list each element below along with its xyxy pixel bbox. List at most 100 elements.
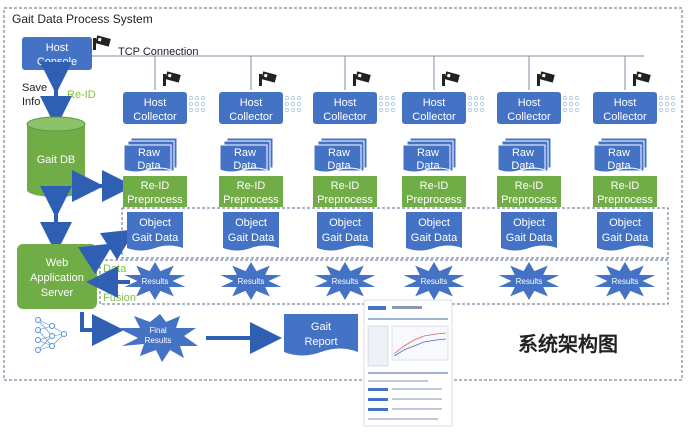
host-collector-line2: Collector: [229, 111, 273, 123]
preprocess-box: [313, 176, 377, 207]
raw-data-line2: Data: [511, 160, 535, 172]
neural-network-icon: [35, 317, 67, 353]
host-collector-box: [497, 92, 561, 124]
network-icon: [379, 96, 395, 112]
preprocess-line2: Preprocess: [223, 194, 279, 206]
camera-icon: [259, 71, 277, 86]
raw-data-line2: Data: [327, 160, 351, 172]
preprocess-box: [593, 176, 657, 207]
results-star: [124, 262, 186, 300]
object-gait-doc: [127, 212, 183, 251]
results-star: [314, 262, 376, 300]
raw-data-line1: Raw: [234, 147, 256, 159]
object-gait-line2: Gait Data: [228, 232, 275, 244]
results-group-frame: [99, 259, 669, 305]
host-console-line2: Console: [37, 56, 77, 68]
final-results-line2: Results: [145, 336, 172, 345]
preprocess-line2: Preprocess: [597, 194, 653, 206]
host-collector-line1: Host: [423, 97, 446, 109]
raw-data-line2: Data: [137, 160, 161, 172]
results-label: Results: [238, 277, 265, 286]
chinese-title: 系统架构图: [518, 332, 618, 356]
object-gait-line1: Object: [235, 217, 267, 229]
raw-data-doc: [497, 144, 546, 173]
object-gait-line1: Object: [329, 217, 361, 229]
camera-icon: [93, 35, 111, 50]
results-label: Results: [142, 277, 169, 286]
raw-data-line2: Data: [416, 160, 440, 172]
host-console-box: [22, 37, 92, 70]
preprocess-line2: Preprocess: [317, 194, 373, 206]
host-console-line1: Host: [46, 42, 69, 54]
results-label: Results: [516, 277, 543, 286]
host-collector-box: [123, 92, 187, 124]
data-label: Data: [103, 263, 127, 275]
host-collector-line2: Collector: [412, 111, 456, 123]
re-id-label: Re-ID: [67, 89, 96, 101]
final-results-star: [118, 314, 198, 362]
preprocess-line1: Re-ID: [611, 180, 640, 192]
preprocess-box: [123, 176, 187, 207]
web-object-arrow: [77, 229, 136, 275]
network-icon: [563, 96, 579, 112]
results-label: Results: [332, 277, 359, 286]
raw-data-line2: Data: [607, 160, 631, 172]
gait-report-line1: Gait: [311, 321, 331, 333]
host-collector-box: [219, 92, 283, 124]
host-collector-line1: Host: [240, 97, 263, 109]
results-star: [498, 262, 560, 300]
results-star: [403, 262, 465, 300]
object-gait-line2: Gait Data: [602, 232, 649, 244]
results-label: Results: [421, 277, 448, 286]
preprocess-line2: Preprocess: [406, 194, 462, 206]
network-icon: [189, 96, 205, 112]
object-gait-line2: Gait Data: [132, 232, 179, 244]
preprocess-box: [497, 176, 561, 207]
object-gait-line1: Object: [609, 217, 641, 229]
host-collector-line2: Collector: [323, 111, 367, 123]
network-icon: [468, 96, 484, 112]
web-final-arrow: [80, 312, 124, 346]
raw-data-doc: [313, 144, 362, 173]
raw-data-line1: Raw: [608, 147, 630, 159]
object-group-frame: [121, 207, 669, 259]
preprocess-line1: Re-ID: [515, 180, 544, 192]
network-icon: [285, 96, 301, 112]
camera-icon: [442, 71, 460, 86]
report-thumbnail: [363, 299, 453, 427]
preprocess-line2: Preprocess: [127, 194, 183, 206]
final-results-line1: Final: [149, 326, 167, 335]
object-gait-line2: Gait Data: [411, 232, 458, 244]
host-collector-line2: Collector: [133, 111, 177, 123]
network-icon: [659, 96, 675, 112]
host-collector-line2: Collector: [507, 111, 551, 123]
host-collector-box: [593, 92, 657, 124]
fusion-label: Fusion: [103, 292, 136, 304]
preprocess-box: [219, 176, 283, 207]
raw-data-doc: [123, 144, 172, 173]
gait-report-line2: Report: [304, 336, 337, 348]
object-gait-doc: [223, 212, 279, 251]
collector-columns: HostCollectorRawDataRe-IDPreprocessObjec…: [123, 56, 675, 300]
object-gait-line1: Object: [139, 217, 171, 229]
object-gait-line1: Object: [513, 217, 545, 229]
raw-data-doc: [219, 144, 268, 173]
save-info-line2: Info: [22, 96, 40, 108]
tcp-connection-label: TCP Connection: [118, 46, 199, 58]
object-gait-line2: Gait Data: [322, 232, 369, 244]
raw-data-doc: [402, 144, 451, 173]
raw-data-line1: Raw: [138, 147, 160, 159]
object-gait-line2: Gait Data: [506, 232, 553, 244]
preprocess-line1: Re-ID: [237, 180, 266, 192]
host-collector-box: [313, 92, 377, 124]
object-gait-doc: [317, 212, 373, 251]
preprocess-line2: Preprocess: [501, 194, 557, 206]
results-label: Results: [612, 277, 639, 286]
host-collector-line1: Host: [614, 97, 637, 109]
host-collector-line1: Host: [334, 97, 357, 109]
raw-data-line1: Raw: [417, 147, 439, 159]
save-info-line1: Save: [22, 82, 47, 94]
raw-data-line1: Raw: [328, 147, 350, 159]
preprocess-line1: Re-ID: [141, 180, 170, 192]
